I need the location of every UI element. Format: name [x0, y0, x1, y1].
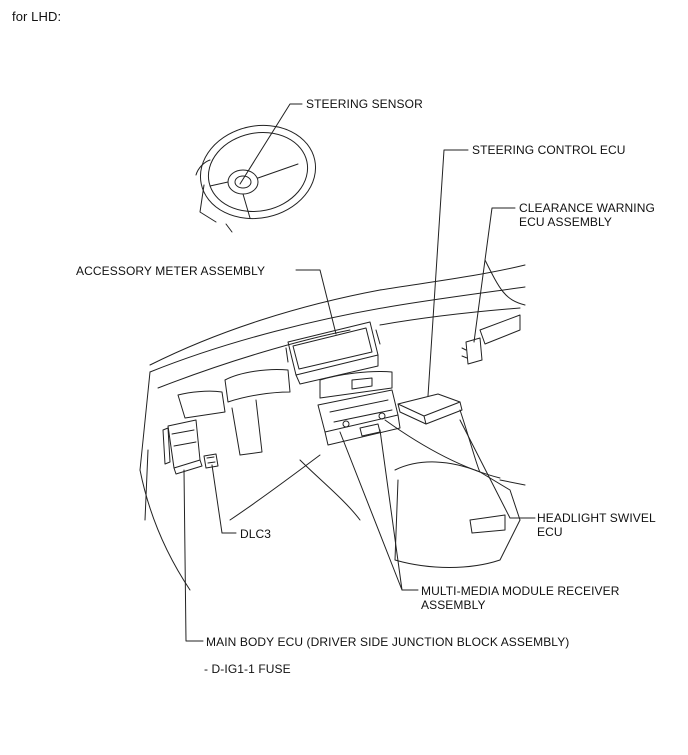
- label-multimedia-line2: ASSEMBLY: [421, 598, 486, 612]
- dlc3-connector: [203, 453, 219, 469]
- dashboard-outline: [139, 259, 526, 591]
- page-title: for LHD:: [12, 9, 62, 24]
- multimedia-module-receiver: [317, 371, 401, 446]
- label-steering-sensor: STEERING SENSOR: [306, 97, 423, 111]
- label-clearance-warning-line1: CLEARANCE WARNING: [519, 201, 655, 215]
- label-dlc3: DLC3: [240, 527, 272, 541]
- clearance-warning-ecu-assembly: [461, 337, 483, 365]
- label-accessory-meter: ACCESSORY METER ASSEMBLY: [76, 264, 266, 278]
- label-multimedia-line1: MULTI-MEDIA MODULE RECEIVER: [421, 584, 620, 598]
- label-fuse-note: - D-IG1-1 FUSE: [204, 662, 291, 676]
- leader-lines: [183, 103, 536, 642]
- steering-control-ecu: [397, 393, 463, 425]
- main-body-ecu: [162, 419, 203, 475]
- steering-wheel: [195, 124, 317, 233]
- label-headlight-swivel-line1: HEADLIGHT SWIVEL: [537, 511, 656, 525]
- label-steering-control-ecu: STEERING CONTROL ECU: [472, 143, 626, 157]
- accessory-meter-assembly: [285, 321, 381, 385]
- label-main-body-ecu: MAIN BODY ECU (DRIVER SIDE JUNCTION BLOC…: [206, 635, 570, 649]
- label-clearance-warning-line2: ECU ASSEMBLY: [519, 215, 613, 229]
- label-headlight-swivel-line2: ECU: [537, 525, 563, 539]
